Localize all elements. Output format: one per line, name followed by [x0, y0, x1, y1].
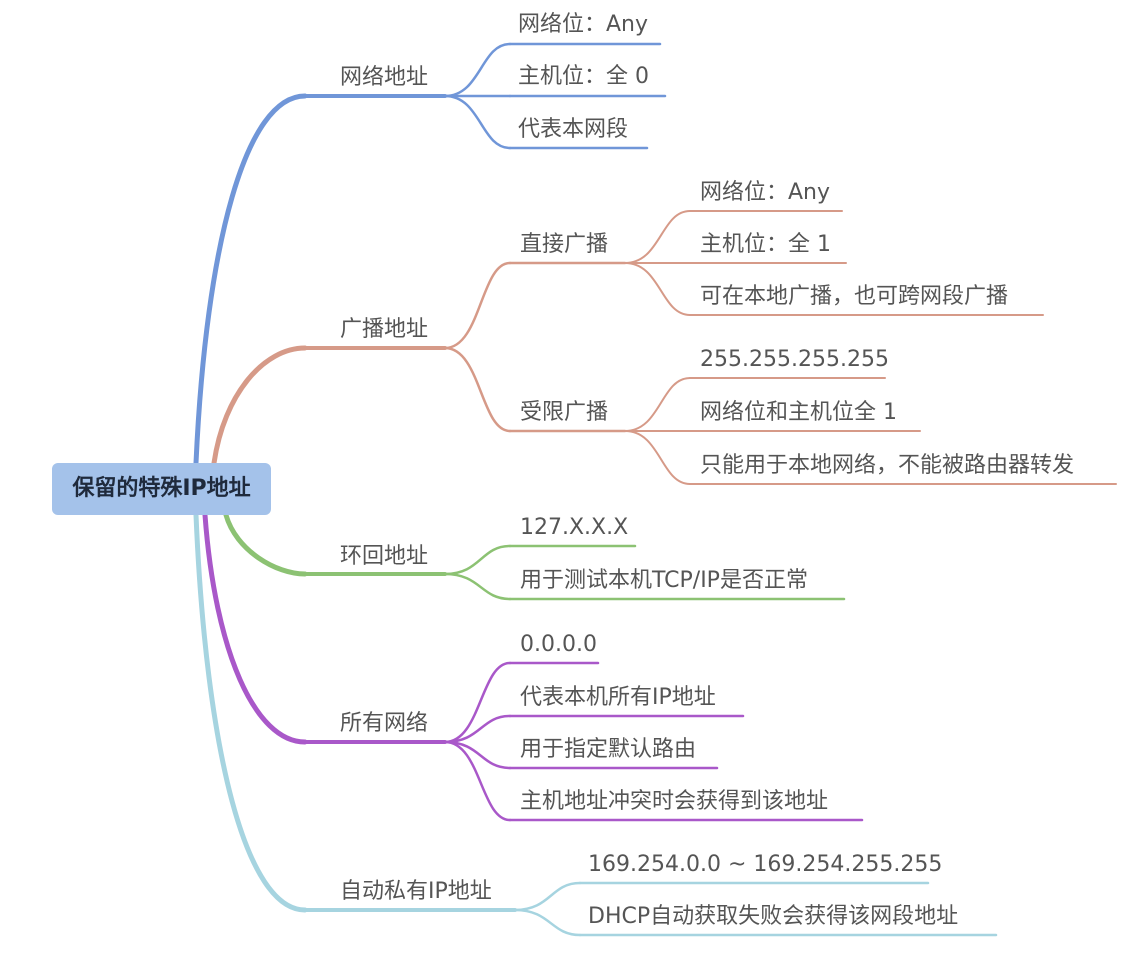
node-limited-broadcast[interactable]: 受限广播 — [520, 400, 609, 425]
leaf-loopback-tcpip-test[interactable]: 用于测试本机TCP/IP是否正常 — [520, 568, 808, 593]
edge-root-branch-1 — [211, 345, 308, 466]
edge-branch-1-child-0 — [443, 261, 512, 350]
root-node-label: 保留的特殊IP地址 — [72, 476, 251, 501]
edge-root-branch-2 — [223, 512, 308, 577]
leaf-all-local-ip[interactable]: 代表本机所有IP地址 — [520, 685, 716, 710]
edge-branch-3-child-0 — [443, 661, 512, 744]
edge-branch-4-child-1 — [513, 908, 582, 937]
edge-root-branch-4 — [193, 512, 308, 913]
mindmap-edges — [193, 42, 1117, 937]
leaf-limited-all-ones[interactable]: 网络位和主机位全 1 — [700, 400, 897, 425]
edge-branch-0-child-2 — [443, 94, 512, 150]
leaf-loopback-range[interactable]: 127.X.X.X — [520, 515, 629, 540]
edge-branch-2-child-0 — [443, 544, 512, 576]
edge-branch-1-child-1 — [443, 346, 512, 433]
edge-branch-1-child-1-sub-0 — [624, 377, 691, 432]
edge-branch-1-child-0-sub-2 — [624, 262, 691, 316]
branch-broadcast-address[interactable]: 广播地址 — [340, 317, 429, 342]
edge-branch-0-child-0 — [443, 42, 512, 98]
edge-branch-2-child-1 — [443, 572, 512, 601]
leaf-limited-address[interactable]: 255.255.255.255 — [700, 347, 889, 372]
leaf-apipa-range[interactable]: 169.254.0.0 ~ 169.254.255.255 — [588, 852, 943, 877]
leaf-host-bits-zero[interactable]: 主机位：全 0 — [518, 64, 649, 89]
leaf-directed-network-bits-any[interactable]: 网络位：Any — [700, 180, 831, 205]
leaf-default-route[interactable]: 用于指定默认路由 — [520, 737, 697, 762]
branch-loopback-address[interactable]: 环回地址 — [340, 544, 429, 569]
root-node[interactable] — [52, 463, 271, 515]
edge-branch-3-child-1 — [443, 714, 512, 744]
branch-all-networks[interactable]: 所有网络 — [340, 711, 429, 736]
leaf-address-conflict[interactable]: 主机地址冲突时会获得到该地址 — [520, 789, 829, 814]
leaf-all-zero-address[interactable]: 0.0.0.0 — [520, 632, 597, 657]
leaf-apipa-dhcp-fail[interactable]: DHCP自动获取失败会获得该网段地址 — [588, 904, 959, 929]
leaf-directed-cross-segment[interactable]: 可在本地广播，也可跨网段广播 — [700, 284, 1009, 309]
edge-branch-1-child-1-sub-2 — [624, 430, 691, 485]
edge-branch-1-child-0-sub-0 — [624, 210, 691, 264]
leaf-directed-host-bits-one[interactable]: 主机位：全 1 — [700, 232, 831, 257]
branch-apipa-address[interactable]: 自动私有IP地址 — [340, 879, 492, 904]
edge-root-branch-0 — [193, 93, 308, 466]
branch-network-address[interactable]: 网络地址 — [340, 65, 429, 90]
edge-branch-3-child-3 — [443, 740, 512, 822]
leaf-limited-local-only[interactable]: 只能用于本地网络，不能被路由器转发 — [700, 453, 1075, 478]
leaf-this-segment[interactable]: 代表本网段 — [518, 117, 629, 142]
node-directed-broadcast[interactable]: 直接广播 — [520, 232, 609, 257]
edge-branch-4-child-0 — [513, 881, 582, 912]
edge-branch-3-child-2 — [443, 740, 512, 770]
leaf-network-bits-any[interactable]: 网络位：Any — [518, 12, 649, 37]
edge-root-branch-3 — [202, 512, 308, 745]
